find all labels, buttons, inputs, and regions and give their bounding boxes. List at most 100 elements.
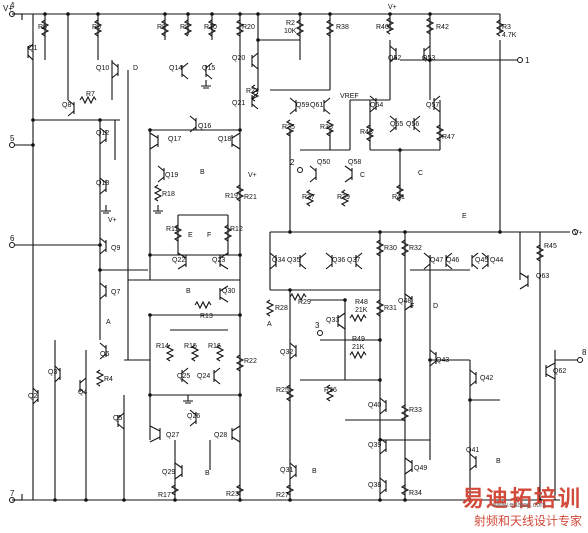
component-label: Q40 (368, 402, 381, 409)
resistor-value: 4.7K (502, 32, 517, 39)
component-label: Q58 (348, 159, 361, 166)
component-label: Q49 (414, 465, 427, 472)
watermark: www.edatop.com 易迪拓培训 射频和天线设计专家 (462, 488, 582, 529)
component-label: R12 (230, 226, 243, 233)
resistor-values: 10K 4.7K 21K 21K (284, 28, 517, 351)
component-label: R28 (275, 305, 288, 312)
supply-label: V+ (388, 4, 397, 11)
junctions (31, 12, 542, 502)
component-label: R27 (276, 492, 289, 499)
component-label: Q28 (214, 432, 227, 439)
component-label: Q18 (218, 136, 231, 143)
wiring (12, 14, 580, 500)
component-label: Q13 (96, 180, 109, 187)
component-label: R30 (384, 245, 397, 252)
component-label: Q44 (490, 257, 503, 264)
node-label: B (200, 169, 205, 176)
supply-label: V+ (248, 172, 257, 179)
component-label: R38 (336, 24, 349, 31)
watermark-url: www.edatop.com (492, 502, 546, 509)
component-label: Q32 (280, 349, 293, 356)
component-label: Q45 (475, 257, 488, 264)
component-label: Q4 (78, 389, 87, 396)
resistor-value: 21K (355, 307, 368, 314)
component-label: R26 (324, 387, 337, 394)
component-label: Q55 (390, 121, 403, 128)
component-label: Q31 (280, 467, 293, 474)
component-label: Q38 (368, 482, 381, 489)
pin-label: 7 (10, 489, 15, 498)
vref-label: VREF (340, 93, 359, 100)
component-label: Q47 (430, 257, 443, 264)
component-label: R24 (246, 88, 259, 95)
component-label: R19 (225, 193, 238, 200)
resistors (40, 17, 545, 496)
component-label: Q41 (466, 447, 479, 454)
component-label: Q36 (332, 257, 345, 264)
component-label: Q57 (426, 102, 439, 109)
component-label: R41 (392, 194, 405, 201)
component-label: Q7 (111, 289, 120, 296)
component-label: R15 (184, 343, 197, 350)
component-label: Q17 (168, 136, 181, 143)
component-label: Q15 (202, 65, 215, 72)
pin-pads (9, 11, 583, 503)
node-label: B (496, 458, 501, 465)
component-label: R2 (286, 20, 295, 27)
node-label: B (205, 470, 210, 477)
component-label: R43 (360, 129, 373, 136)
component-label: R31 (384, 305, 397, 312)
component-label: Q5 (113, 415, 122, 422)
component-label: Q33 (326, 317, 339, 324)
component-label: R13 (200, 313, 213, 320)
component-label: Q27 (166, 432, 179, 439)
resistor-value: 21K (352, 344, 365, 351)
component-label: R36 (320, 124, 333, 131)
transistors (27, 43, 556, 495)
supply-labels: V+ V+ V+ V+ V+ VREF (3, 4, 583, 237)
component-label: Q20 (232, 55, 245, 62)
watermark-logo: 易迪拓培训 (461, 487, 582, 512)
component-label: Q59 (296, 102, 309, 109)
component-label: R37 (302, 194, 315, 201)
component-label: R29 (298, 299, 311, 306)
component-label: Q30 (222, 288, 235, 295)
node-label: A (267, 321, 272, 328)
component-label: R35 (282, 124, 295, 131)
component-label: R33 (409, 407, 422, 414)
component-label: R45 (544, 243, 557, 250)
component-label: Q25 (177, 373, 190, 380)
pin-label: 5 (10, 134, 15, 143)
component-label: R32 (409, 245, 422, 252)
component-label: Q3 (48, 369, 57, 376)
component-label: Q50 (317, 159, 330, 166)
node-label: C (418, 170, 423, 177)
component-label: Q14 (169, 65, 182, 72)
node-label: B (186, 288, 191, 295)
component-label: R10 (204, 24, 217, 31)
node-label: C (360, 172, 365, 179)
ground-symbols (101, 80, 211, 404)
component-label: Q52 (388, 55, 401, 62)
component-label: Q26 (187, 413, 200, 420)
component-label: Q63 (536, 273, 549, 280)
component-label: R48 (355, 299, 368, 306)
component-label: Q22 (172, 257, 185, 264)
component-label: Q53 (422, 55, 435, 62)
node-label: F (207, 232, 211, 239)
node-label: D (433, 303, 438, 310)
component-label: R8 (157, 24, 166, 31)
component-label: R11 (166, 226, 178, 233)
component-label: R14 (156, 343, 169, 350)
component-label: Q39 (368, 442, 381, 449)
supply-label: V+ (3, 4, 13, 13)
component-label: Q12 (96, 130, 109, 137)
pin-label: 2 (290, 158, 295, 167)
component-label: Q34 (272, 257, 285, 264)
component-label: Q16 (198, 123, 211, 130)
component-label: Q6 (100, 351, 109, 358)
component-label: Q23 (212, 257, 225, 264)
component-label: Q56 (406, 121, 419, 128)
resistor-value: 10K (284, 28, 297, 35)
